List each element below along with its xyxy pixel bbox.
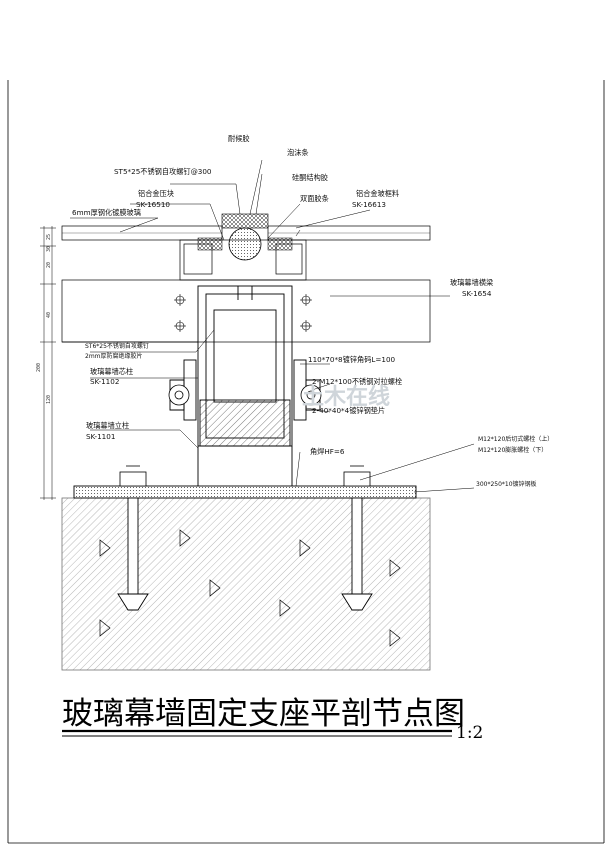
label-weld: 角焊HF=6 — [310, 447, 345, 456]
bolt-heads — [168, 384, 322, 406]
label-screw-top: ST5*25不锈钢自攻螺钉@300 — [114, 167, 212, 176]
label-bolt: 2-M12*100不锈钢对拉螺栓 — [312, 377, 402, 386]
joint-sealant — [197, 213, 293, 261]
label-core-tube-code: SK-1102 — [90, 377, 119, 386]
label-shim: 2-40*40*4镀锌钢垫片 — [312, 406, 385, 415]
label-anchor-top: M12*120后切式螺栓（上） — [478, 435, 553, 443]
anchor-bolts — [117, 497, 373, 611]
annotations: 耐候胶 泡沫条 ST5*25不锈钢自攻螺钉@300 硅酮结构胶 铝合金压块 SK… — [72, 134, 553, 488]
dim-6: 120 — [46, 395, 52, 404]
drawing-scale: 1:2 — [456, 723, 483, 743]
label-sub-frame: 铝合金玻框料 — [356, 189, 399, 198]
label-transom: 玻璃幕墙横梁 — [450, 278, 493, 287]
leader-lines — [70, 159, 475, 493]
dimension-texts: 25 20 40 30 200 120 — [36, 234, 52, 404]
label-mullion: 玻璃幕墙立柱 — [86, 421, 129, 430]
label-transom-code: SK-1654 — [462, 289, 492, 298]
label-foam-rod: 泡沫条 — [287, 148, 309, 157]
label-sealant: 耐候胶 — [228, 134, 250, 143]
screw-crosses — [174, 294, 312, 332]
label-insulation-pad: 2mm厚防腐绝缘胶片 — [85, 352, 143, 360]
dim-5: 200 — [36, 363, 42, 372]
dimension-chain — [40, 226, 56, 500]
label-angle-code: 110*70*8镀锌角码L=100 — [308, 355, 396, 364]
label-pressure-block-code: SK-16510 — [136, 200, 170, 209]
mullion-assembly — [197, 285, 293, 486]
label-pressure-block: 铝合金压块 — [138, 189, 174, 198]
label-structural-sealant: 硅酮结构胶 — [292, 173, 328, 182]
label-anchor-bottom: M12*120膨胀螺栓（下） — [478, 446, 547, 454]
label-screw-side: ST6*25不锈钢自攻螺钉 — [85, 342, 149, 350]
dim-1: 25 — [46, 234, 52, 240]
label-glass: 6mm厚钢化镀膜玻璃 — [72, 208, 141, 217]
label-core-tube: 玻璃幕墙芯柱 — [90, 367, 133, 376]
dim-2: 20 — [46, 262, 52, 268]
label-plate: 300*250*10镀锌钢板 — [476, 480, 537, 488]
label-mullion-code: SK-1101 — [86, 432, 115, 441]
glass-panels — [61, 225, 431, 241]
drawing-title: 玻璃幕墙固定支座平剖节点图 — [62, 696, 465, 732]
label-sub-frame-code: SK-16613 — [352, 200, 386, 209]
sheet-frame — [7, 80, 605, 844]
title-block: 玻璃幕墙固定支座平剖节点图 1:2 — [62, 696, 483, 743]
dim-3: 40 — [46, 312, 52, 318]
base-plate — [73, 465, 417, 499]
dim-4: 30 — [46, 246, 52, 252]
foam-rod — [228, 227, 262, 261]
watermark: 土木在线 — [302, 384, 390, 410]
label-double-tape: 双面胶条 — [300, 194, 329, 203]
concrete-base — [61, 497, 431, 671]
